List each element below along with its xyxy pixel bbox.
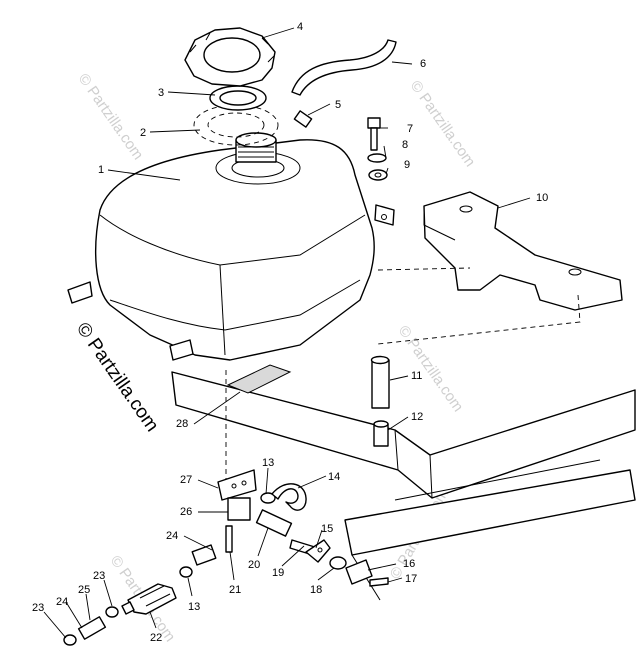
callout-23-lower: 23 (32, 602, 44, 614)
tank-bracket-pad (423, 191, 623, 311)
callout-13-lower: 13 (188, 601, 200, 613)
callout-23-upper: 23 (93, 570, 105, 582)
leader-lines (43, 27, 531, 639)
callout-26: 26 (180, 506, 192, 518)
watermark-faint-right: © Partzilla.com (395, 323, 467, 416)
callout-24-upper: 24 (166, 530, 178, 542)
fuel-tank (67, 139, 395, 361)
callout-27: 27 (180, 474, 192, 486)
callout-7: 7 (407, 123, 413, 135)
callout-3: 3 (158, 87, 164, 99)
fuel-hose-short (255, 509, 293, 537)
fuel-filter (121, 583, 177, 615)
callout-11: 11 (411, 370, 422, 382)
callout-12: 12 (411, 411, 423, 423)
callout-5: 5 (335, 99, 341, 111)
spacer (370, 355, 390, 409)
callout-14: 14 (328, 471, 340, 483)
mounting-bracket (305, 539, 331, 563)
callout-13-upper: 13 (262, 457, 274, 469)
callout-6: 6 (420, 58, 426, 70)
watermark-faint-center: © Partzilla.com (407, 78, 479, 171)
hose-clamp-upper (260, 492, 276, 504)
watermark-main: © Partzilla.com (72, 319, 163, 436)
callout-18: 18 (310, 584, 322, 596)
screw (369, 577, 389, 587)
callout-22: 22 (150, 632, 162, 644)
tank-pad (226, 364, 292, 394)
callout-19: 19 (272, 567, 284, 579)
fuel-hose-middle (191, 544, 217, 566)
watermark-faint-left: © Partzilla.com (75, 71, 147, 164)
callout-1: 1 (98, 164, 104, 176)
nut (329, 556, 347, 570)
fuel-cap (184, 27, 276, 87)
callout-16: 16 (403, 558, 415, 570)
callout-28: 28 (176, 418, 188, 430)
filler-neck (235, 132, 277, 163)
callout-24-lower: 24 (56, 596, 68, 608)
hose-clamp-lower (179, 566, 193, 578)
callout-10: 10 (536, 192, 548, 204)
grommet (373, 420, 389, 447)
callout-15: 15 (321, 523, 333, 535)
callout-9: 9 (404, 159, 410, 171)
assembly-line-spacer (377, 294, 581, 345)
retaining-ring (209, 85, 267, 111)
filter-clamp-right (105, 606, 119, 618)
filter-hose (77, 616, 107, 640)
vent-fitting (293, 110, 313, 128)
callout-8: 8 (402, 139, 408, 151)
fuel-valve (217, 469, 257, 553)
frame-member (171, 371, 636, 601)
callout-17: 17 (405, 573, 417, 585)
callout-21: 21 (229, 584, 241, 596)
callout-numbers: 1 2 3 4 5 6 7 8 9 10 11 12 28 27 26 13 1… (32, 21, 548, 644)
filter-clamp-left (63, 634, 77, 646)
fuel-line-loop (271, 483, 307, 511)
callout-2: 2 (140, 127, 146, 139)
vent-hose (291, 39, 397, 96)
fuel-line-clip (345, 559, 373, 585)
seal-ring (193, 104, 279, 146)
assembly-line-bracket (377, 267, 471, 271)
callout-4: 4 (297, 21, 303, 33)
callout-20: 20 (248, 559, 260, 571)
callout-25: 25 (78, 584, 90, 596)
